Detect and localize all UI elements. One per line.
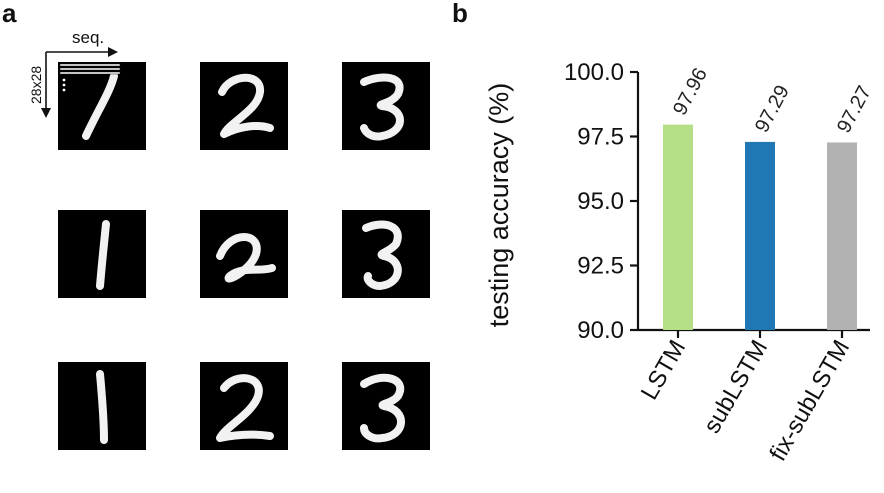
digit-stroke [218,73,274,138]
digit-tile-2 [200,62,288,150]
y-tick-label: 92.5 [577,253,624,280]
panel-a-letter: a [2,0,17,28]
digit-stroke [82,72,118,140]
mnist-digit-grid [41,47,430,450]
digit-tile-2 [200,362,288,450]
y-tick-label: 100.0 [564,59,624,86]
x-tick-label: subLSTM [698,336,773,438]
data-label: 97.27 [833,82,876,137]
digit-stroke [362,220,402,290]
scan-line [59,63,121,67]
digit-tile-1 [58,62,146,150]
y-axis: 100.0 97.5 95.0 92.5 90.0 [564,59,640,344]
y-tick-label: 90.0 [577,317,624,344]
scan-dot [62,78,66,82]
bars: 97.96 97.29 97.27 [663,64,876,330]
digit-stroke [96,220,110,290]
scan-dot [62,88,66,92]
seq-arrow [46,47,118,57]
digit-tile-2 [200,210,288,298]
digit-tile-3 [342,362,430,450]
y-axis-label: testing accuracy (%) [484,83,514,328]
y-tick-label: 97.5 [577,124,624,151]
data-label: 97.29 [751,82,794,137]
digit-tile-3 [342,62,430,150]
digit-stroke [360,373,405,443]
bar-fix-sublstm [827,142,857,330]
digit-tile-3 [342,210,430,298]
dimension-arrow [41,52,51,118]
digit-stroke [216,233,276,283]
digit-stroke [360,73,404,141]
seq-label: seq. [72,28,105,47]
data-label: 97.96 [669,64,712,119]
y-tick-label: 95.0 [577,188,624,215]
digit-stroke [216,374,274,442]
digit-stroke [96,370,108,444]
scan-dot [62,83,66,87]
scan-line [59,67,121,71]
panel-b-letter: b [452,0,468,28]
bar-lstm [663,124,693,330]
x-tick-label: fix-subLSTM [764,336,855,466]
scan-line [59,71,121,75]
digit-tile-1 [58,210,146,298]
x-tick-label: LSTM [636,336,691,405]
digit-tile-1 [58,362,146,450]
bar-sublstm [745,141,775,330]
